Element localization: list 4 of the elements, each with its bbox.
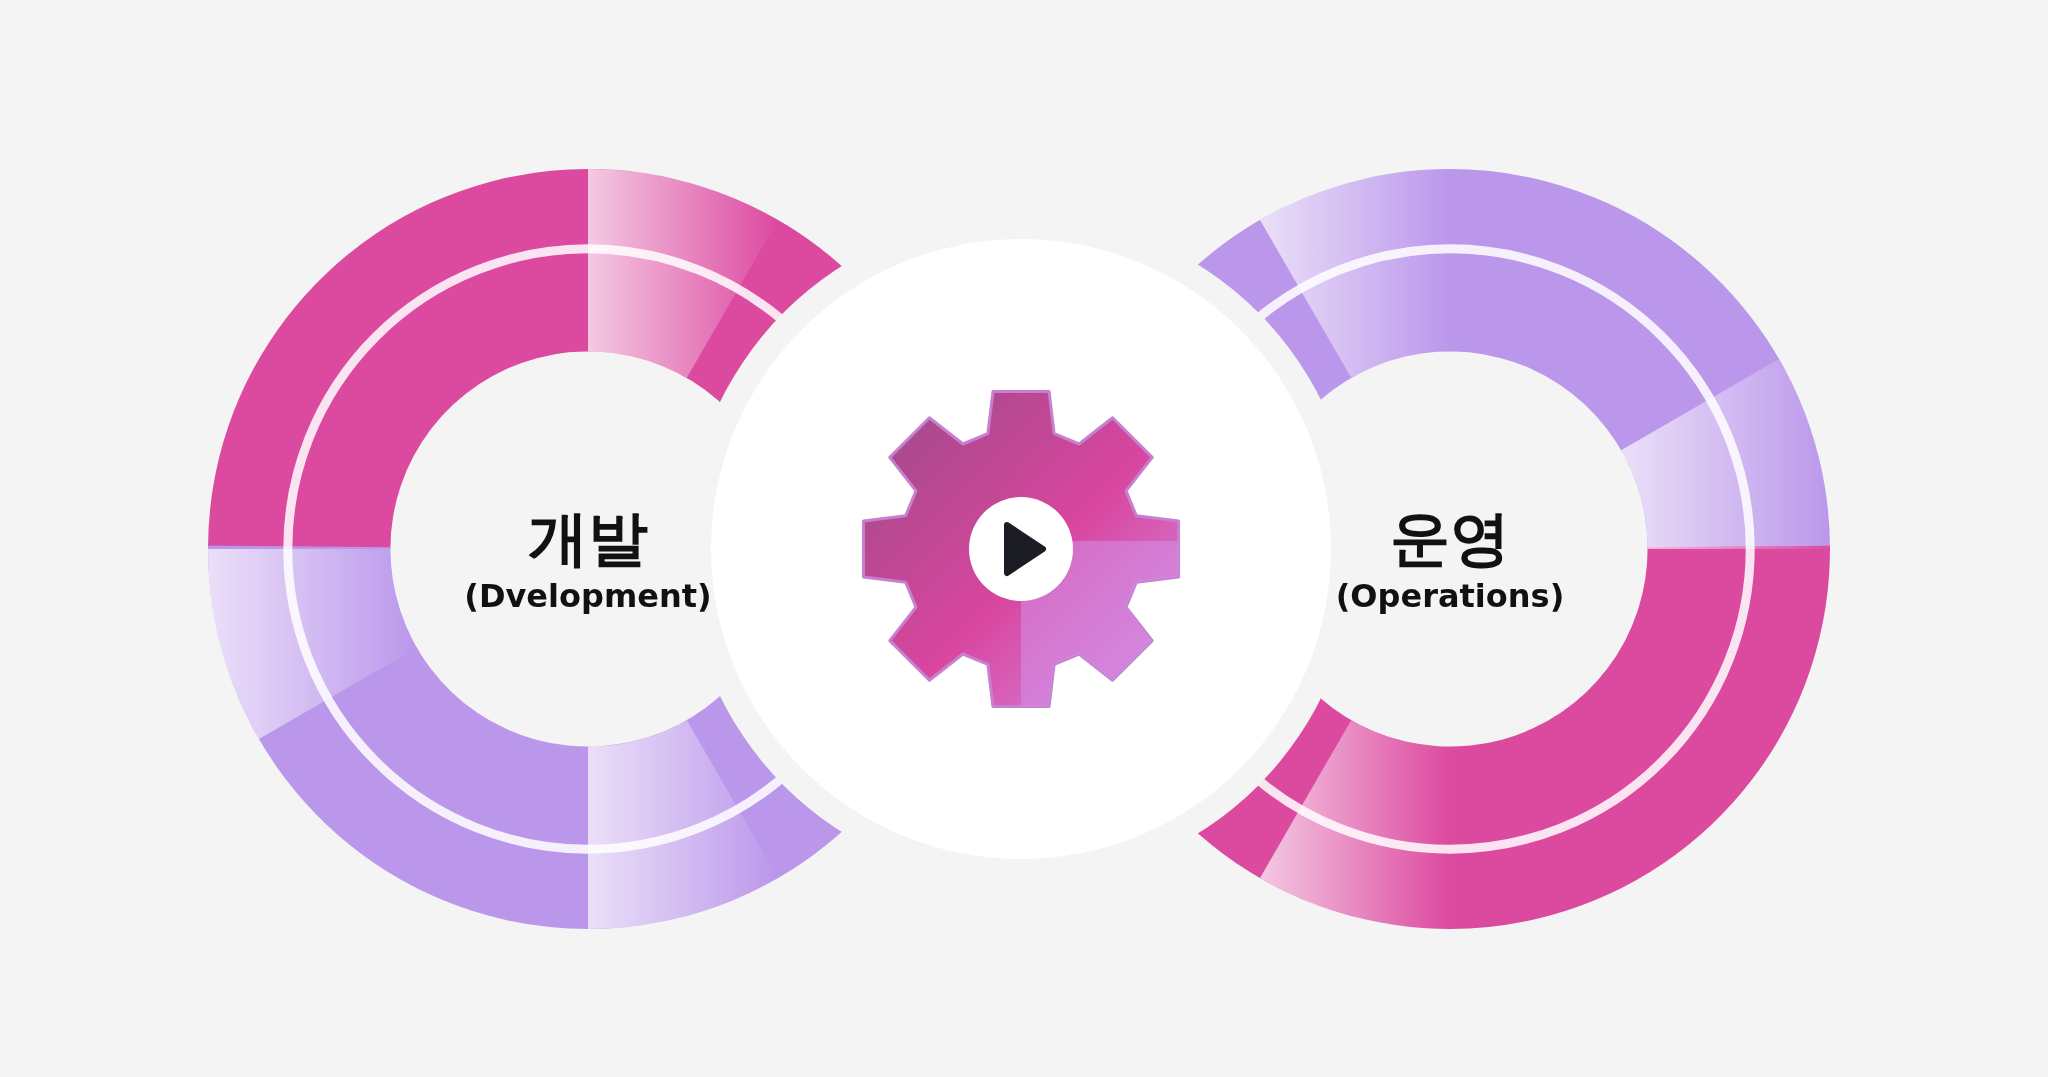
stage-subtitle: (Dvelopment) bbox=[463, 577, 713, 615]
stage-subtitle: (Operations) bbox=[1334, 577, 1566, 615]
stage-title: 개발 bbox=[527, 502, 649, 575]
stage-title: 운영 bbox=[1389, 502, 1511, 575]
